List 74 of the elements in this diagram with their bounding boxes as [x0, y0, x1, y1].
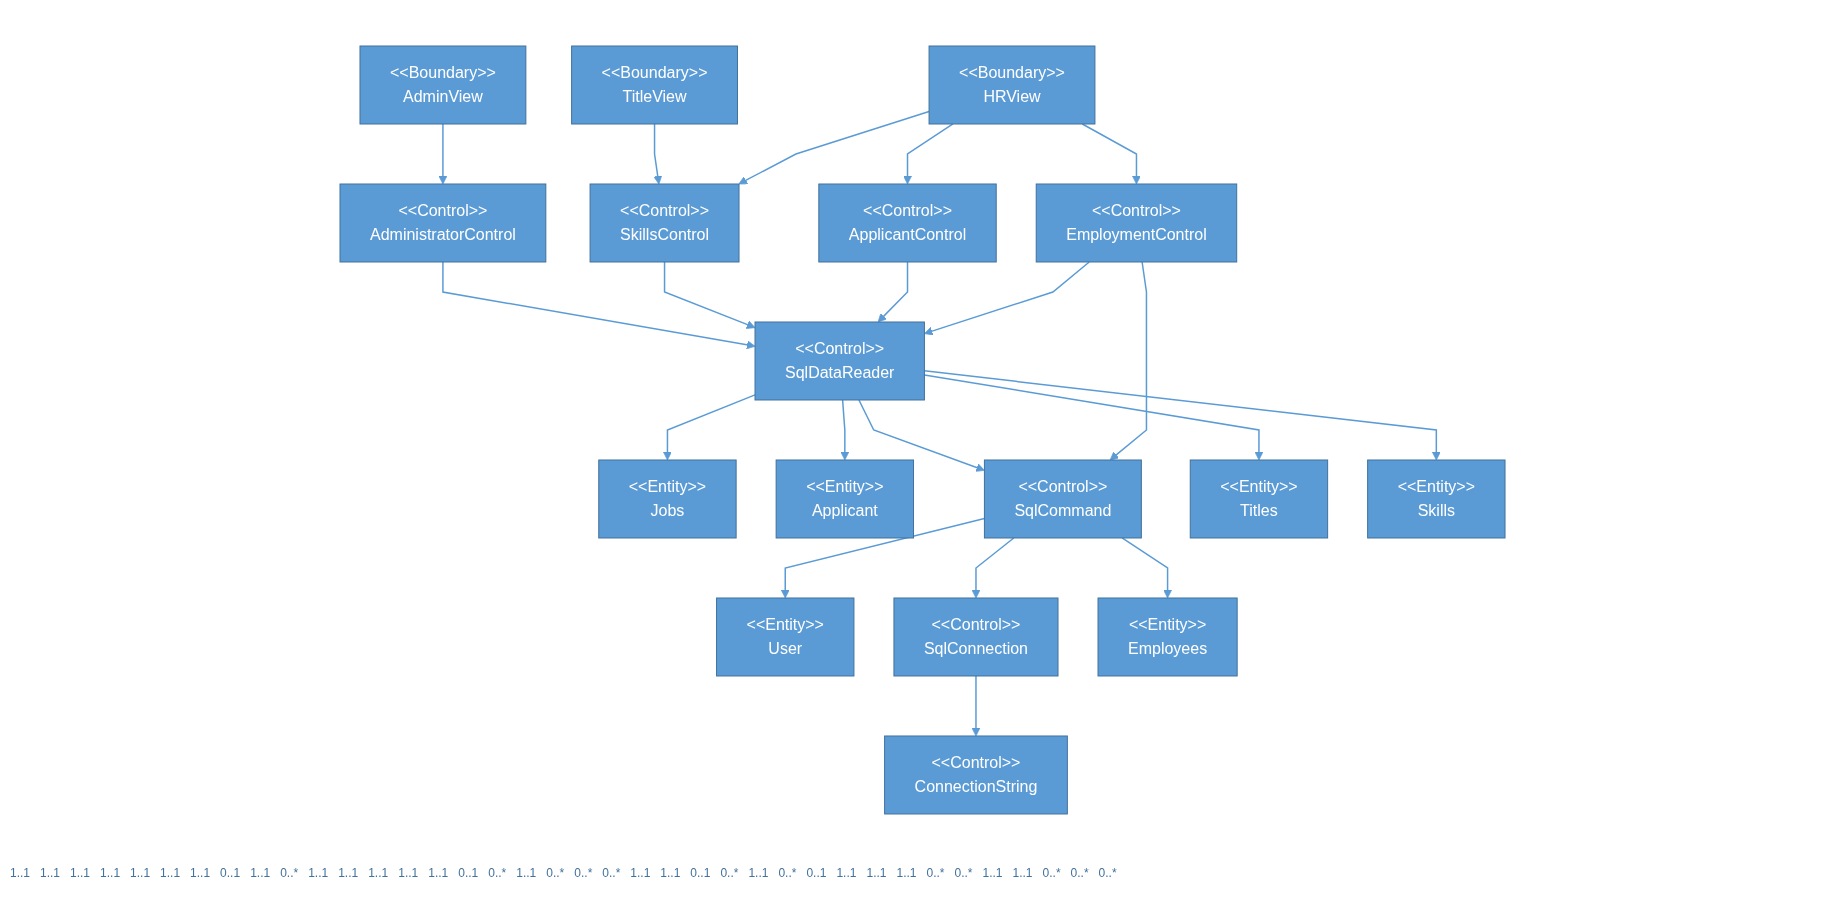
- multiplicity-label: 1..1: [160, 866, 181, 880]
- multiplicity-label: 1..1: [250, 866, 271, 880]
- node-box: <<Entity>> User: [716, 597, 855, 677]
- multiplicity-label: 1..1: [660, 866, 681, 880]
- arrow: [663, 261, 756, 329]
- arrow: [1109, 261, 1148, 461]
- multiplicity-label: 1..1: [190, 866, 211, 880]
- multiplicity-label: 1..1: [630, 866, 651, 880]
- arrow: [653, 123, 663, 185]
- arrow: [971, 537, 1015, 599]
- multiplicity-label: 0..*: [546, 866, 565, 880]
- arrow: [923, 374, 1264, 461]
- multiplicity-label: 1..1: [308, 866, 329, 880]
- node-box: <<Entity>> Skills: [1367, 459, 1506, 539]
- node-box: <<Boundary>> HRView: [928, 45, 1096, 125]
- multiplicity-label: 0..*: [720, 866, 739, 880]
- multiplicity-label: 0..1: [458, 866, 479, 880]
- multiplicity-label: 0..*: [954, 866, 973, 880]
- multiplicity-label: 0..*: [1070, 866, 1089, 880]
- multiplicity-label: 0..1: [220, 866, 241, 880]
- node-box: <<Control>> SqlDataReader: [754, 321, 925, 401]
- multiplicity-label: 1..1: [516, 866, 537, 880]
- multiplicity-label: 0..*: [1098, 866, 1117, 880]
- arrow: [924, 261, 1090, 336]
- arrow: [738, 110, 930, 185]
- multiplicity-label: 0..*: [280, 866, 299, 880]
- multiplicity-label: 1..1: [100, 866, 121, 880]
- arrow: [858, 399, 985, 472]
- multiplicity-label: 1..1: [368, 866, 389, 880]
- node-box: <<Entity>> Applicant: [775, 459, 914, 539]
- multiplicity-label: 0..*: [602, 866, 621, 880]
- multiplicity-label: 1..1: [1012, 866, 1033, 880]
- arrow: [442, 261, 756, 350]
- multiplicity-label: 1..1: [866, 866, 887, 880]
- multiplicity-label: 0..*: [488, 866, 507, 880]
- node-box: <<Entity>> Jobs: [598, 459, 737, 539]
- multiplicity-label: 1..1: [428, 866, 449, 880]
- arrow: [1081, 123, 1141, 185]
- multiplicity-label: 1..1: [10, 866, 30, 880]
- arrow: [877, 261, 909, 323]
- multiplicity-label: 0..1: [690, 866, 711, 880]
- multiplicity-label: 0..*: [1042, 866, 1061, 880]
- arrow: [923, 370, 1441, 461]
- multiplicity-label: 1..1: [982, 866, 1003, 880]
- multiplicity-label: 1..1: [338, 866, 359, 880]
- node-box: <<Control>> ApplicantControl: [818, 183, 997, 263]
- node-box: <<Entity>> Titles: [1189, 459, 1329, 539]
- arrow: [438, 123, 448, 185]
- multiplicity-label: 1..1: [40, 866, 61, 880]
- node-box: <<Control>> EmploymentControl: [1035, 183, 1238, 263]
- node-box: <<Entity>> Employees: [1097, 597, 1238, 677]
- arrow: [780, 517, 986, 599]
- multiplicity-label: 1..1: [130, 866, 151, 880]
- multiplicity-label: 0..*: [778, 866, 797, 880]
- multiplicity-label: 0..*: [574, 866, 593, 880]
- node-box: <<Control>> SqlCommand: [983, 459, 1142, 539]
- multiplicity-label: 1..1: [748, 866, 769, 880]
- node-box: <<Control>> AdministratorControl: [339, 183, 547, 263]
- multiplicity-label: 1..1: [70, 866, 91, 880]
- node-box: <<Boundary>> TitleView: [571, 45, 738, 125]
- node-box: <<Control>> ConnectionString: [884, 735, 1068, 815]
- multiplicity-label: 1..1: [896, 866, 917, 880]
- arrow: [1121, 537, 1172, 599]
- arrow: [903, 123, 954, 185]
- multiplicity-label: 1..1: [398, 866, 419, 880]
- node-box: <<Control>> SkillsControl: [589, 183, 740, 263]
- multiplicity-label: 1..1: [836, 866, 857, 880]
- multiplicity-label: 0..1: [806, 866, 827, 880]
- arrow: [840, 399, 850, 461]
- node-box: <<Boundary>> AdminView: [359, 45, 527, 125]
- node-box: <<Control>> SqlConnection: [893, 597, 1059, 677]
- arrow: [971, 675, 981, 737]
- arrow: [663, 394, 756, 461]
- multiplicity-label: 0..*: [926, 866, 945, 880]
